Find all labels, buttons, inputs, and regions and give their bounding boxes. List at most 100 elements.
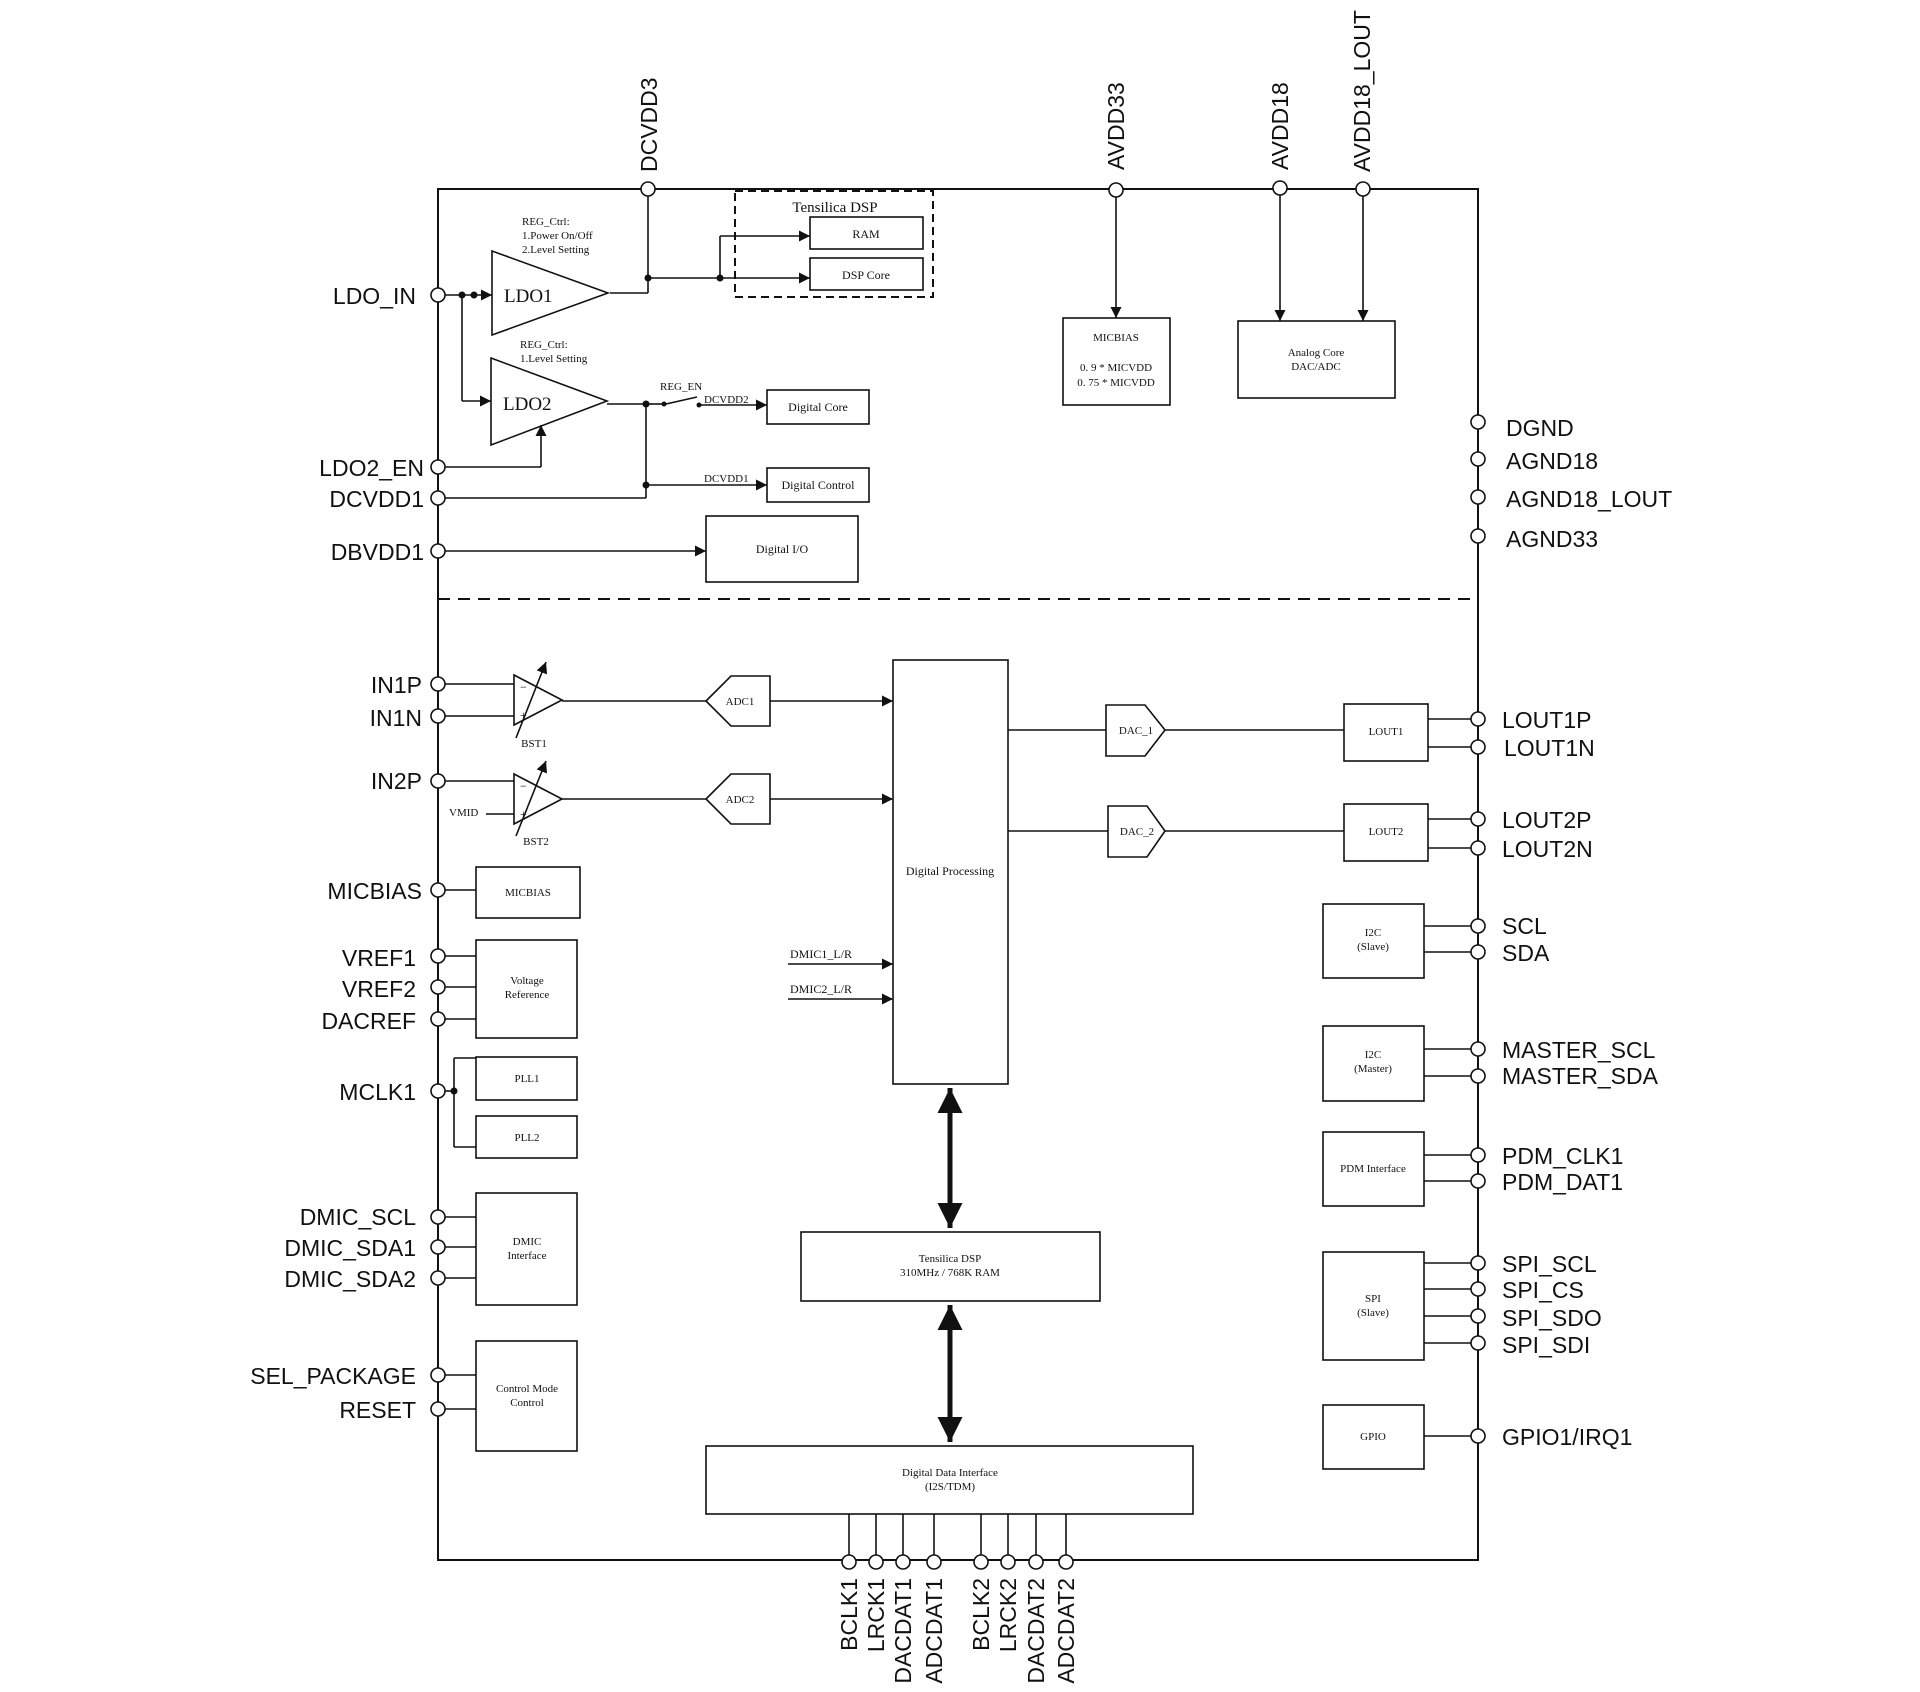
pin-dacdat2: DACDAT2 — [1023, 1578, 1049, 1684]
svg-text:Reference: Reference — [505, 989, 550, 1001]
lout1-label: LOUT1 — [1369, 726, 1404, 738]
pin-spi-sdo: SPI_SDO — [1502, 1305, 1602, 1331]
gpio-block — [1322, 1404, 1425, 1470]
micbias-block-label: MICBIAS — [505, 887, 551, 899]
pin-dgnd: DGND — [1506, 415, 1574, 441]
svg-text:DMIC: DMIC — [513, 1236, 542, 1248]
pin-lrck1: LRCK1 — [863, 1578, 889, 1652]
pin-reset: RESET — [339, 1397, 416, 1423]
svg-text:I2C: I2C — [1365, 1049, 1382, 1061]
adc1-label: ADC1 — [726, 696, 755, 708]
pin-ldo-in: LDO_IN — [333, 283, 416, 309]
svg-text:(Master): (Master) — [1354, 1063, 1392, 1075]
i2c-slave-text: I2C (Slave) — [1357, 927, 1389, 953]
bottom-pins: BCLK1 LRCK1 DACDAT1 ADCDAT1 BCLK2 LRCK2 … — [836, 1514, 1079, 1684]
tensilica-dsp-mid-block — [800, 1231, 1101, 1302]
pin-adcdat2: ADCDAT2 — [1053, 1578, 1079, 1684]
digital-control-block — [766, 467, 870, 503]
svg-text:0. 75 * MICVDD: 0. 75 * MICVDD — [1077, 377, 1155, 389]
svg-text:310MHz / 768K RAM: 310MHz / 768K RAM — [900, 1267, 1000, 1279]
tensilica-dsp-top-box — [734, 190, 934, 298]
dac1-label: DAC_1 — [1119, 725, 1153, 737]
pin-vref2: VREF2 — [342, 976, 416, 1002]
vmid-label: VMID — [449, 807, 478, 819]
pin-scl: SCL — [1502, 913, 1547, 939]
micbias-top-text: MICBIAS 0. 9 * MICVDD 0. 75 * MICVDD — [1077, 332, 1155, 389]
svg-text:1.Power On/Off: 1.Power On/Off — [522, 230, 593, 242]
pin-mclk1: MCLK1 — [339, 1079, 416, 1105]
dmic-interface-block — [475, 1192, 578, 1306]
svg-text:(I2S/TDM): (I2S/TDM) — [925, 1481, 975, 1493]
pin-sda: SDA — [1502, 940, 1550, 966]
pin-master-sda: MASTER_SDA — [1502, 1063, 1659, 1089]
lout2-block — [1343, 803, 1429, 862]
svg-text:Analog Core: Analog Core — [1288, 347, 1345, 359]
dac2-block — [1107, 805, 1166, 858]
pin-dcvdd1: DCVDD1 — [329, 486, 424, 512]
svg-text:Digital Data Interface: Digital Data Interface — [902, 1467, 998, 1479]
dac1-block — [1105, 704, 1167, 757]
digital-data-interface-block — [705, 1445, 1194, 1515]
digital-processing-label: Digital Processing — [906, 864, 994, 878]
dcvdd1-label: DCVDD1 — [704, 473, 749, 485]
pin-spi-cs: SPI_CS — [1502, 1277, 1584, 1303]
svg-text:Voltage: Voltage — [510, 975, 544, 987]
digital-core-label: Digital Core — [788, 400, 848, 414]
reg-en-label: REG_EN — [660, 381, 702, 393]
pin-in1n: IN1N — [370, 705, 422, 731]
dmic2-lr-label: DMIC2_L/R — [790, 982, 852, 996]
bst2-label: BST2 — [523, 836, 549, 848]
ground-pins: DGND AGND18 AGND18_LOUT AGND33 — [1470, 414, 1672, 552]
digital-control-label: Digital Control — [782, 478, 856, 492]
micbias-top-block — [1062, 317, 1171, 406]
svg-text:MICBIAS: MICBIAS — [1093, 332, 1139, 344]
pin-avdd18: AVDD18 — [1267, 82, 1293, 170]
pin-adcdat1: ADCDAT1 — [921, 1578, 947, 1684]
dcvdd2-label: DCVDD2 — [704, 394, 749, 406]
voltage-reference-block — [475, 939, 578, 1039]
svg-text:+: + — [520, 807, 527, 821]
i2c-slave-block — [1322, 903, 1425, 979]
pdm-interface-block — [1322, 1131, 1425, 1207]
control-mode-block — [475, 1340, 578, 1452]
i2c-master-text: I2C (Master) — [1354, 1049, 1392, 1075]
digital-io-label: Digital I/O — [756, 542, 809, 556]
pll2-block — [475, 1115, 578, 1159]
ldo2-label: LDO2 — [503, 394, 552, 415]
svg-text:Tensilica DSP: Tensilica DSP — [919, 1253, 981, 1265]
ram-block — [809, 216, 924, 250]
pin-in1p: IN1P — [371, 672, 422, 698]
dsp-core-label: DSP Core — [842, 268, 890, 282]
tensilica-dsp-mid-text: Tensilica DSP 310MHz / 768K RAM — [900, 1253, 1000, 1279]
pin-agnd18: AGND18 — [1506, 448, 1598, 474]
pin-pdm-dat1: PDM_DAT1 — [1502, 1169, 1623, 1195]
pin-bclk2: BCLK2 — [968, 1578, 994, 1651]
pin-lrck2: LRCK2 — [995, 1578, 1021, 1652]
pin-ldo2-en: LDO2_EN — [319, 455, 424, 481]
svg-text:I2C: I2C — [1365, 927, 1382, 939]
ldo1-amp — [491, 249, 611, 337]
pin-bclk1: BCLK1 — [836, 1578, 862, 1651]
digital-io-block — [705, 515, 859, 583]
ram-label: RAM — [852, 227, 880, 241]
pdm-interface-label: PDM Interface — [1340, 1163, 1406, 1175]
micbias-block — [475, 866, 581, 919]
right-signal-pins: LOUT1P LOUT1N LOUT2P LOUT2N SCL SDA MAST… — [1470, 707, 1659, 1450]
pll1-block — [475, 1056, 578, 1101]
reg-ctrl2: REG_Ctrl: 1.Level Setting — [520, 339, 588, 365]
pin-micbias: MICBIAS — [327, 878, 422, 904]
voltage-reference-text: Voltage Reference — [505, 975, 550, 1001]
pin-dmic-sda1: DMIC_SDA1 — [284, 1235, 416, 1261]
pin-avdd33: AVDD33 — [1103, 82, 1129, 170]
pin-in2p: IN2P — [371, 768, 422, 794]
pin-sel-package: SEL_PACKAGE — [250, 1363, 416, 1389]
svg-text:Control: Control — [510, 1397, 544, 1409]
reg-ctrl1: REG_Ctrl: 1.Power On/Off 2.Level Setting — [522, 216, 593, 256]
svg-text:SPI: SPI — [1365, 1293, 1381, 1305]
analog-core-block — [1237, 320, 1396, 399]
svg-text:1.Level Setting: 1.Level Setting — [520, 353, 588, 365]
chip-outline — [437, 188, 1479, 1561]
pin-dcvdd3: DCVDD3 — [636, 77, 662, 172]
pin-pdm-clk1: PDM_CLK1 — [1502, 1143, 1623, 1169]
svg-text:Control Mode: Control Mode — [496, 1383, 558, 1395]
